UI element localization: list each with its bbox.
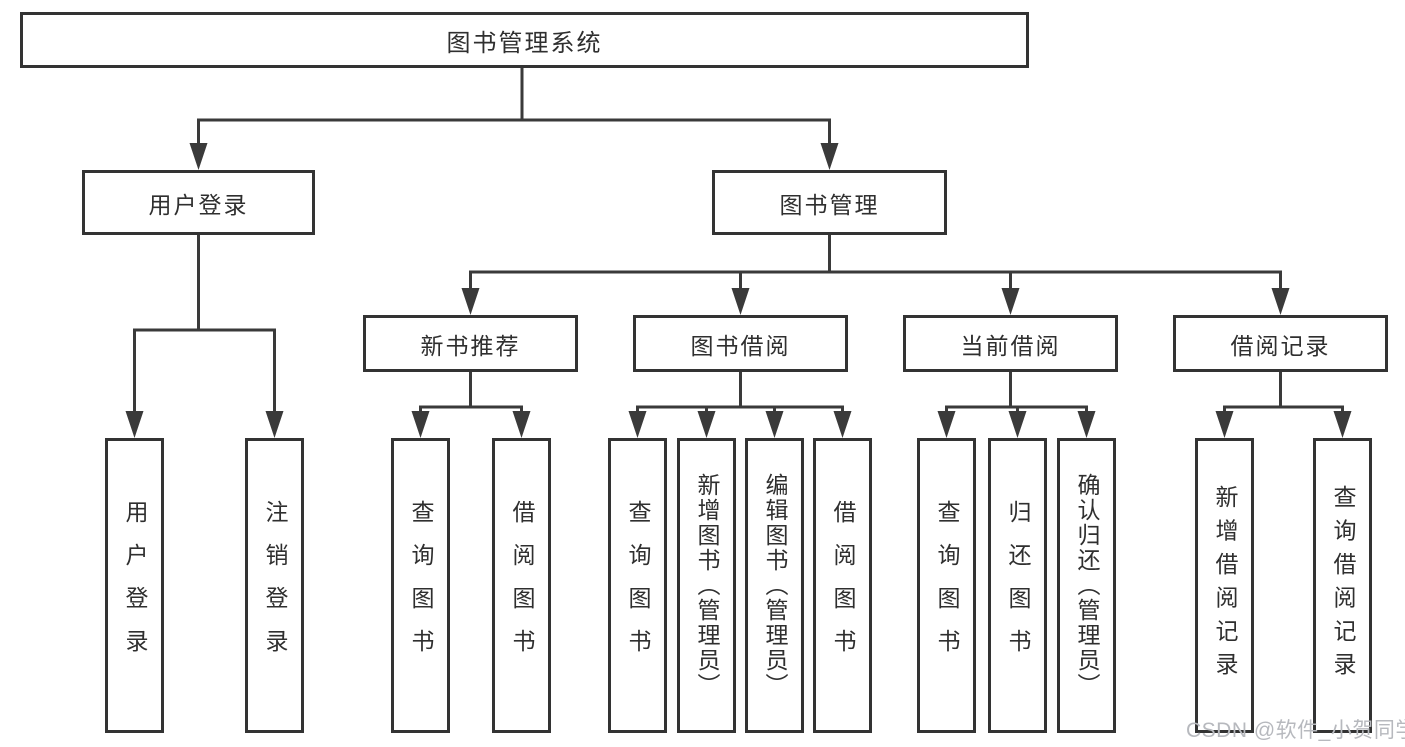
- arrowhead-icon: [731, 288, 750, 315]
- node-leaf-add-record: 新增借阅记录: [1195, 438, 1254, 733]
- node-new-books: 新书推荐: [363, 315, 578, 372]
- arrowhead-icon: [1001, 288, 1020, 315]
- arrowhead-icon: [628, 411, 647, 438]
- node-leaf-confirm-return: 确认归还（管理员）: [1057, 438, 1116, 733]
- node-label-leaf-user-login: 用户登录: [122, 499, 148, 672]
- node-book-borrow: 图书借阅: [633, 315, 848, 372]
- node-label-book-borrow: 图书借阅: [690, 332, 791, 359]
- arrowhead-icon: [820, 143, 839, 170]
- node-book-mgmt: 图书管理: [712, 170, 947, 235]
- arrowhead-icon: [125, 411, 144, 438]
- node-label-leaf-query-books-1: 查询图书: [408, 499, 434, 672]
- arrowhead-icon: [1215, 411, 1234, 438]
- node-current-borrow: 当前借阅: [903, 315, 1118, 372]
- node-leaf-borrow-books-1: 借阅图书: [492, 438, 551, 733]
- arrowhead-icon: [189, 143, 208, 170]
- node-label-leaf-confirm-return: 确认归还（管理员）: [1074, 473, 1100, 698]
- node-borrow-records: 借阅记录: [1173, 315, 1388, 372]
- node-label-leaf-return-books: 归还图书: [1005, 499, 1031, 672]
- node-leaf-borrow-books-2: 借阅图书: [813, 438, 872, 733]
- node-label-system: 图书管理系统: [446, 29, 603, 57]
- node-label-leaf-edit-books: 编辑图书（管理员）: [762, 473, 788, 698]
- node-leaf-user-login: 用户登录: [105, 438, 164, 733]
- node-label-leaf-query-record: 查询借阅记录: [1330, 485, 1356, 686]
- arrowhead-icon: [937, 411, 956, 438]
- node-label-current-borrow: 当前借阅: [960, 332, 1061, 359]
- node-leaf-edit-books: 编辑图书（管理员）: [745, 438, 804, 733]
- node-leaf-return-books: 归还图书: [988, 438, 1047, 733]
- arrowhead-icon: [411, 411, 430, 438]
- node-label-leaf-add-record: 新增借阅记录: [1212, 485, 1238, 686]
- node-label-leaf-add-books: 新增图书（管理员）: [694, 473, 720, 698]
- arrowhead-icon: [1333, 411, 1352, 438]
- node-label-leaf-borrow-books-2: 借阅图书: [830, 499, 856, 672]
- node-leaf-add-books: 新增图书（管理员）: [677, 438, 736, 733]
- arrowhead-icon: [697, 411, 716, 438]
- node-label-user-login: 用户登录: [148, 191, 249, 218]
- node-label-leaf-query-books-2: 查询图书: [625, 499, 651, 672]
- arrowhead-icon: [461, 288, 480, 315]
- arrowhead-icon: [1271, 288, 1290, 315]
- arrowhead-icon: [265, 411, 284, 438]
- node-leaf-query-books-2: 查询图书: [608, 438, 667, 733]
- arrowhead-icon: [833, 411, 852, 438]
- node-leaf-query-books-3: 查询图书: [917, 438, 976, 733]
- node-leaf-query-books-1: 查询图书: [391, 438, 450, 733]
- arrowhead-icon: [512, 411, 531, 438]
- node-label-new-books: 新书推荐: [420, 332, 521, 359]
- node-leaf-query-record: 查询借阅记录: [1313, 438, 1372, 733]
- node-label-leaf-logout: 注销登录: [262, 499, 288, 672]
- node-label-book-mgmt: 图书管理: [779, 191, 880, 218]
- node-system: 图书管理系统: [20, 12, 1029, 68]
- csdn-watermark: CSDN @软件_小贺同学: [1186, 719, 1405, 742]
- node-label-leaf-borrow-books-1: 借阅图书: [509, 499, 535, 672]
- arrowhead-icon: [1008, 411, 1027, 438]
- node-label-leaf-query-books-3: 查询图书: [934, 499, 960, 672]
- arrowhead-icon: [1077, 411, 1096, 438]
- node-leaf-logout: 注销登录: [245, 438, 304, 733]
- arrowhead-icon: [765, 411, 784, 438]
- node-user-login: 用户登录: [82, 170, 315, 235]
- node-label-borrow-records: 借阅记录: [1230, 332, 1331, 359]
